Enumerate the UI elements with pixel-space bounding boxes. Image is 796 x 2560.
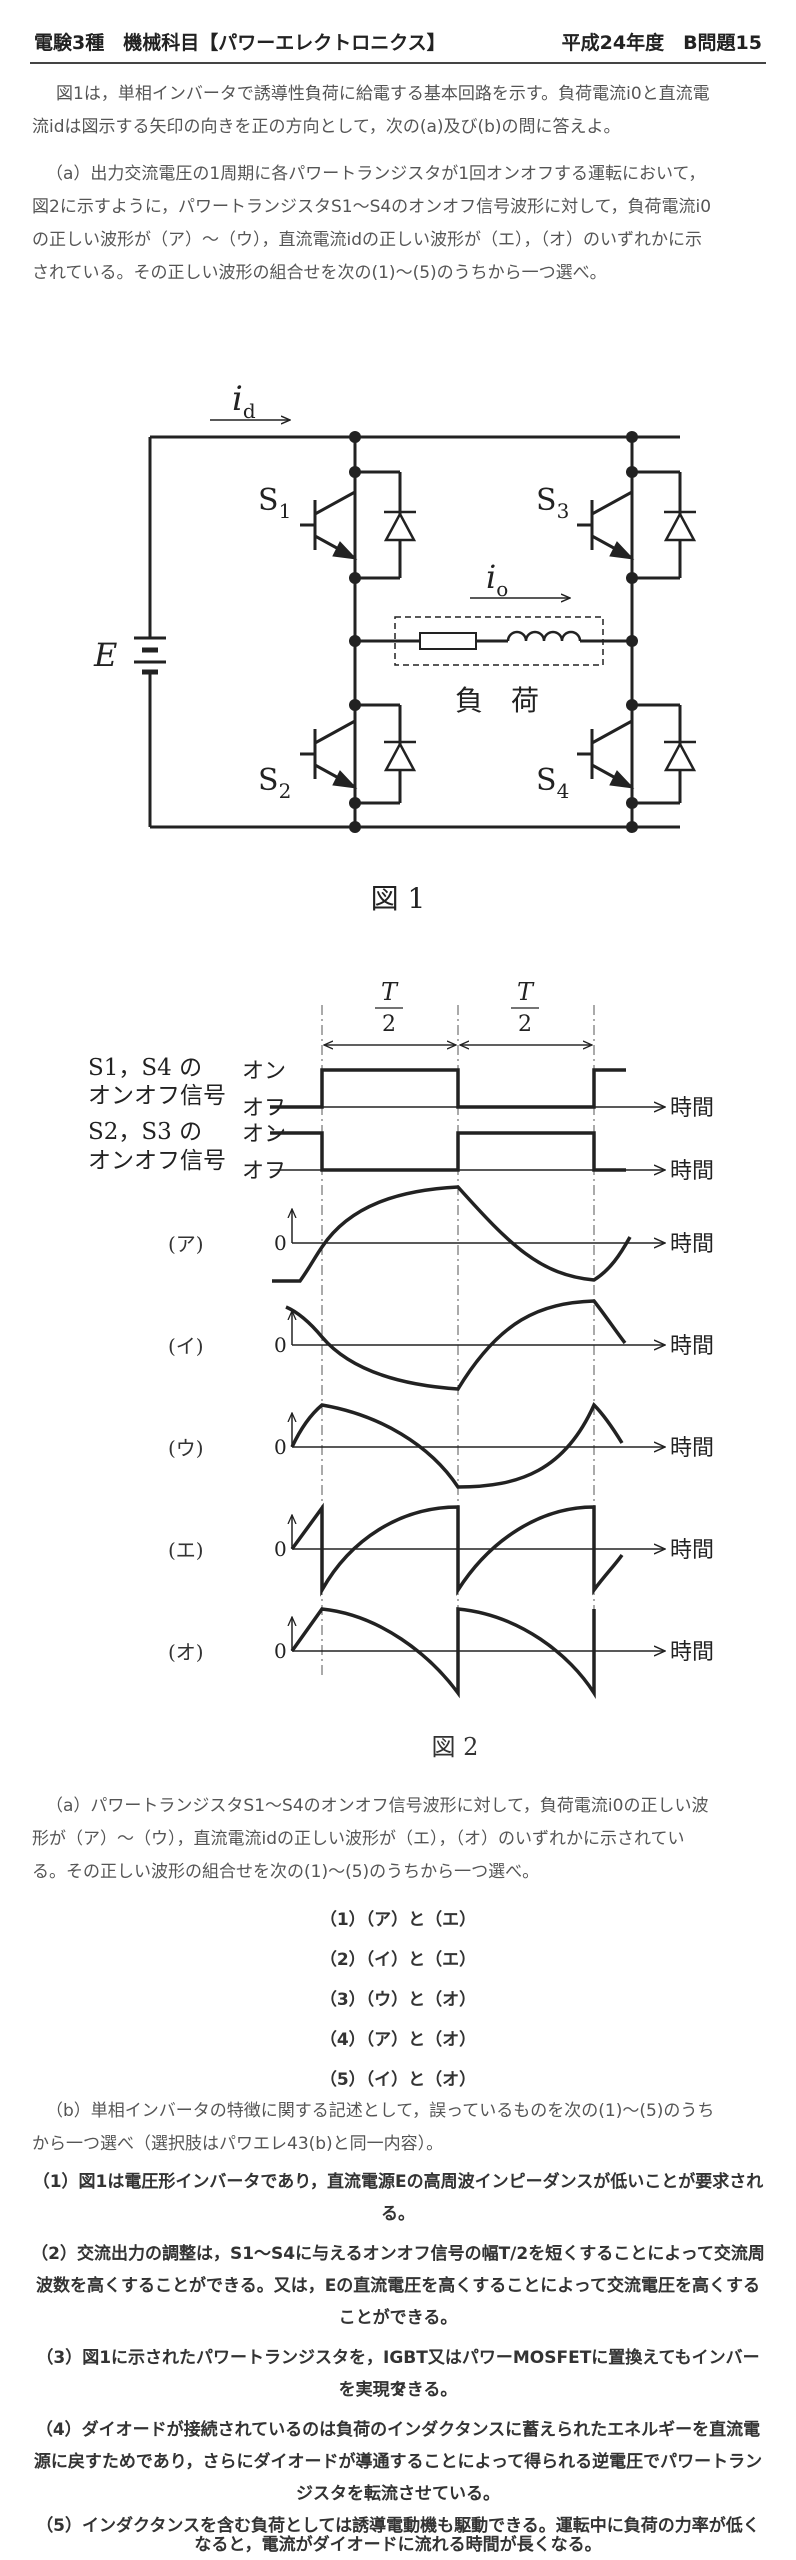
time-label-2: 時間 — [670, 1159, 714, 1184]
off-label-2: オフ — [242, 1159, 286, 1184]
qa-line-2: 図2に示すように，パワートランジスタS1～S4のオンオフ信号波形に対して，負荷電… — [32, 197, 712, 217]
diode-d3 — [663, 510, 697, 542]
time-label-3: 時間 — [670, 1232, 714, 1257]
t-label-1: T — [381, 978, 399, 1006]
wave-a-curve — [272, 1185, 632, 1283]
figure-1-caption: 図 1 — [371, 882, 426, 915]
transistor-s3 — [577, 490, 635, 560]
transistor-s1 — [300, 490, 358, 560]
figure-2-caption: 図 2 — [432, 1733, 479, 1761]
zero-label-e: 0 — [274, 1537, 287, 1561]
s2-label: S2 — [258, 763, 291, 803]
qa-option-1: （1）（ア）と（エ） — [319, 1910, 477, 1930]
intro-line-2: 流idは図示する矢印の向きを正の方向として，次の(a)及び(b)の問に答えよ。 — [32, 117, 621, 137]
on-label-1: オン — [242, 1059, 286, 1084]
qb-option-4-line-2: 源に戻すためであり，さらにダイオードが導通することによって得られる逆電圧でパワー… — [33, 2452, 763, 2472]
signal-s1s4 — [270, 1068, 626, 1109]
sig2-label-2: オンオフ信号 — [88, 1148, 226, 1174]
qb-option-3-line-1: （3）図1に示されたパワートランジスタを，IGBT又はパワーMOSFETに置換え… — [36, 2348, 760, 2400]
zero-label-o: 0 — [274, 1639, 287, 1663]
sig2-label-1: S2，S3 の — [88, 1119, 202, 1145]
wave-e-curve — [290, 1502, 624, 1597]
qa-option-3: （3）（ウ）と（オ） — [319, 1990, 477, 2010]
qa-line-3: の正しい波形が（ア）～（ウ），直流電流idの正しい波形が（エ），（オ）のいずれか… — [32, 230, 703, 250]
s3-label: S3 — [536, 483, 569, 523]
transistor-s4 — [577, 719, 635, 789]
sig1-label-1: S1，S4 の — [88, 1055, 202, 1081]
wave-label-i: (イ) — [168, 1334, 204, 1358]
time-label-1: 時間 — [670, 1096, 714, 1121]
on-label-2: オン — [242, 1122, 286, 1147]
qa-option-5: （5）（イ）と（オ） — [319, 2070, 477, 2090]
qb-option-3-line-2: を実現できる。 — [338, 2380, 458, 2400]
load-element — [394, 616, 604, 666]
sig1-label-2: オンオフ信号 — [88, 1083, 226, 1109]
wave-label-a: (ア) — [168, 1232, 204, 1256]
page-header: 電験3種 機械科目【パワーエレクトロニクス】 平成24年度 B問題15 — [30, 18, 766, 64]
figure-2-waveforms: T 2 T 2 S1，S4 の オンオフ信号 S2，S3 の オンオフ信号 オン… — [88, 978, 714, 1761]
transistor-s2 — [300, 719, 358, 789]
off-label-1: オフ — [242, 1096, 286, 1121]
wave-u-curve — [290, 1401, 624, 1489]
diode-d2 — [383, 740, 417, 772]
diode-d1 — [383, 510, 417, 542]
diode-d4 — [663, 740, 697, 772]
signal-s2s3 — [270, 1131, 626, 1172]
wave-label-o: (オ) — [168, 1640, 204, 1664]
qa-option-4: （4）（ア）と（オ） — [319, 2030, 477, 2050]
wave-o-curve — [290, 1607, 596, 1700]
qa-repeat-line-2: 形が（ア）～（ウ），直流電流idの正しい波形が（エ），（オ）のいずれかに示されて… — [32, 1829, 685, 1849]
qa-line-4: されている。その正しい波形の組合せを次の(1)～(5)のうちから一つ選べ。 — [32, 263, 607, 283]
qb-option-2-line-3: ことができる。 — [338, 2308, 458, 2328]
s4-label: S4 — [536, 763, 569, 803]
zero-label-a: 0 — [274, 1231, 287, 1255]
qb-option-4-line-1: （4）ダイオードが接続されているのは負荷のインダクタンスに蓄えられたエネルギーを… — [35, 2420, 761, 2440]
wave-label-e: (エ) — [168, 1538, 204, 1562]
io-label: io — [486, 558, 508, 601]
qb-option-5-line-2: なると，電流がダイオードに流れる時間が長くなる。 — [194, 2535, 602, 2555]
qb-option-2-line-1: （2）交流出力の調整は，S1～S4に与えるオンオフ信号の幅T/2を短くすることに… — [31, 2244, 765, 2264]
qb-option-2-line-2: 波数を高くすることができる。又は，Eの直流電圧を高くすることによって交流電圧を高… — [36, 2276, 760, 2296]
time-label-5: 時間 — [670, 1436, 714, 1461]
qb-option-1-line-2: る。 — [381, 2204, 415, 2224]
qb-line-2: から一つ選べ（選択肢はパワエレ43(b)と同一内容）。 — [32, 2134, 444, 2154]
subject-title: 電験3種 機械科目【パワーエレクトロニクス】 — [34, 32, 446, 54]
two-label-2: 2 — [518, 1012, 532, 1037]
qb-option-5-line-1: （5）インダクタンスを含む負荷としては誘導電動機も駆動できる。運転中に負荷の力率… — [36, 2516, 760, 2536]
time-label-6: 時間 — [670, 1538, 714, 1563]
wave-i-curve — [285, 1299, 627, 1391]
figure-1-circuit: id io E S1 S2 S3 S4 負 荷 図 1 — [93, 379, 697, 915]
two-label-1: 2 — [382, 1012, 396, 1037]
qb-option-1-line-1: （1）図1は電圧形インバータであり，直流電源Eの高周波インピーダンスが低いことが… — [32, 2172, 764, 2192]
intro-line-1: 図1は，単相インバータで誘導性負荷に給電する基本回路を示す。負荷電流i0と直流電 — [56, 84, 710, 104]
qb-option-4-line-3: ジスタを転流させている。 — [296, 2484, 500, 2504]
qa-repeat-line-1: （a）パワートランジスタS1～S4のオンオフ信号波形に対して，負荷電流i0の正し… — [46, 1796, 709, 1816]
t-label-2: T — [517, 978, 535, 1006]
time-label-7: 時間 — [670, 1640, 714, 1665]
battery-source — [134, 636, 166, 675]
s1-label: S1 — [258, 483, 291, 523]
qa-line-1: （a）出力交流電圧の1周期に各パワートランジスタが1回オンオフする運転において， — [46, 164, 706, 184]
problem-number: 平成24年度 B問題15 — [561, 32, 762, 54]
load-label: 負 荷 — [455, 684, 539, 717]
time-label-4: 時間 — [670, 1334, 714, 1359]
qa-repeat-line-3: る。その正しい波形の組合せを次の(1)～(5)のうちから一つ選べ。 — [32, 1862, 540, 1882]
wave-label-u: (ウ) — [168, 1436, 204, 1460]
source-label: E — [93, 636, 117, 674]
zero-label-i: 0 — [274, 1333, 287, 1357]
zero-label-u: 0 — [274, 1435, 287, 1459]
id-label: id — [232, 379, 256, 423]
qa-option-2: （2）（イ）と（エ） — [319, 1950, 477, 1970]
qb-line-1: （b）単相インバータの特徴に関する記述として，誤っているものを次の(1)～(5)… — [46, 2101, 715, 2121]
